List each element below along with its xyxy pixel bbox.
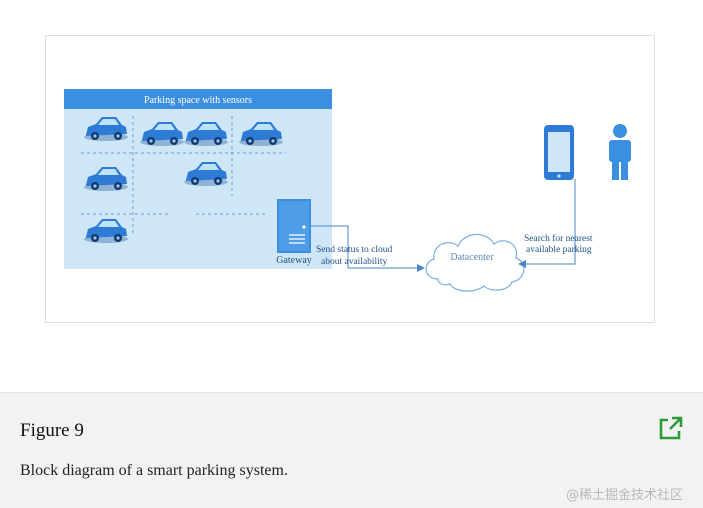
sensor-grid [81,116,286,236]
send-status-label-1: Send status to cloud [316,245,393,255]
figure-label: Figure 9 [20,420,84,441]
figure-image: Parking space with sensors Gateway [45,35,655,323]
server-icon [277,199,311,253]
caption-panel [0,392,703,508]
search-label-2: available parking [526,245,592,255]
parking-header [64,89,332,109]
external-link-icon[interactable] [656,415,684,443]
figure-caption: Block diagram of a smart parking system. [20,462,288,479]
search-arrow [518,179,576,268]
send-status-label-2: about availability [321,257,387,267]
datacenter-label: Datacenter [450,252,494,263]
gateway-label: Gateway [276,255,312,266]
phone-icon [544,125,574,180]
person-icon [609,124,631,180]
cloud-icon [425,233,525,292]
watermark: @稀土掘金技术社区 [566,488,684,503]
parking-header-label: Parking space with sensors [144,95,252,106]
search-label-1: Search for nearest [524,233,593,244]
status-arrow [311,225,425,272]
block-diagram: Parking space with sensors Gateway [64,89,631,292]
